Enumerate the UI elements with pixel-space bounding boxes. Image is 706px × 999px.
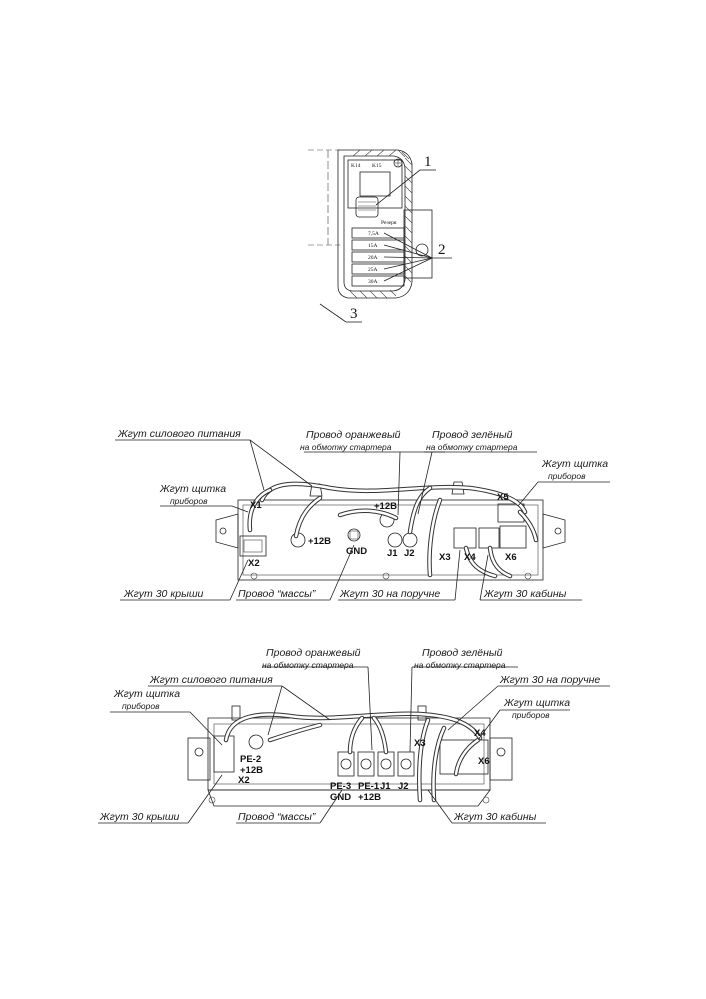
mid-mark-j2: J2 <box>404 548 415 559</box>
mid-mark-plus12-left: +12В <box>308 536 331 547</box>
bot-mark-x6: X6 <box>478 756 490 767</box>
bot-label-dash-harness-left-sub: приборов <box>122 701 160 711</box>
bot-label-dash-harness-right: Жгут щитка <box>503 697 570 709</box>
fuse-label-30a: 30А <box>368 279 378 285</box>
bot-mark-pe1: PE-1 <box>358 781 380 792</box>
mid-label-roof-harness: Жгут 30 крыши <box>123 588 204 600</box>
mid-mark-plus12-top: +12В <box>374 501 397 512</box>
mid-label-power-harness: Жгут силового питания <box>117 428 241 440</box>
callout-3: 3 <box>350 306 358 322</box>
bot-mark-plus12-b: +12В <box>358 792 381 803</box>
bot-label-cab-harness: Жгут 30 кабины <box>453 811 537 823</box>
bot-mark-x3: X3 <box>414 738 426 749</box>
mid-mark-x6: X6 <box>505 552 517 563</box>
bot-label-green-wire-sub: на обмотку стартера <box>414 660 506 670</box>
fuse-label-15a: 15А <box>368 243 378 249</box>
fuse-label-20a: 20А <box>368 255 378 261</box>
mid-mark-x5: X5 <box>497 492 509 503</box>
callout-1: 1 <box>424 154 432 170</box>
bot-mark-x4: X4 <box>474 728 486 739</box>
mid-label-dash-harness-right-sub: приборов <box>548 471 586 481</box>
relay-k15-label: K15 <box>372 163 382 169</box>
mid-label-dash-harness-right: Жгут щитка <box>541 458 608 470</box>
bot-mark-j2: J2 <box>398 781 409 792</box>
fuse-label-25a: 25А <box>368 267 378 273</box>
bot-mark-pe3: PE-3 <box>330 781 351 792</box>
bot-label-dash-harness-left: Жгут щитка <box>113 688 180 700</box>
bot-label-green-wire: Провод зелёный <box>422 647 503 659</box>
fuse-label-7-5a: 7,5А <box>368 231 379 237</box>
bot-label-dash-harness-right-sub: приборов <box>512 710 550 720</box>
mid-mark-x2: X2 <box>248 558 260 569</box>
mid-mark-x4: X4 <box>464 552 476 563</box>
mid-label-dash-harness-left: Жгут щитка <box>159 483 226 495</box>
bot-mark-gnd: GND <box>330 792 351 803</box>
mid-mark-x1: X1 <box>250 500 262 511</box>
fuse-block-figure: K14 K15 Резерв 7,5А 15А 20А 25А 30А 1 <box>308 149 452 323</box>
bot-label-power-harness: Жгут силового питания <box>149 674 273 686</box>
mid-label-green-wire-sub: на обмотку стартера <box>426 442 518 452</box>
mid-mark-gnd: GND <box>346 546 367 557</box>
mid-mark-j1: J1 <box>387 548 398 559</box>
mid-label-handrail-harness: Жгут 30 на поручне <box>339 588 440 600</box>
bot-label-orange-wire-sub: на обмотку стартера <box>262 660 354 670</box>
bot-label-orange-wire: Провод оранжевый <box>266 647 361 659</box>
bot-mark-pe2: PE-2 <box>240 754 261 765</box>
mid-label-green-wire: Провод зелёный <box>432 429 513 441</box>
fuse-label-reserve: Резерв <box>381 220 397 226</box>
mid-label-ground-wire: Провод “массы” <box>238 588 316 600</box>
mid-label-orange-wire-sub: на обмотку стартера <box>300 442 392 452</box>
junction-panel-top-view: X1 X2 X3 X4 X5 X6 +12В +12В GND J1 J2 Жг… <box>115 428 610 601</box>
mid-label-dash-harness-left-sub: приборов <box>170 496 208 506</box>
bot-label-handrail-harness: Жгут 30 на поручне <box>499 674 600 686</box>
mid-label-orange-wire: Провод оранжевый <box>306 429 401 441</box>
junction-panel-angled-view: PE-2 +12В X2 PE-3 GND PE-1 +12В J1 J2 X3… <box>98 647 610 824</box>
bot-mark-x2: X2 <box>238 775 250 786</box>
bot-label-ground-wire: Провод “массы” <box>238 811 316 823</box>
relay-k14-label: K14 <box>351 163 361 169</box>
bot-mark-j1: J1 <box>380 781 391 792</box>
bot-mark-plus12-a: +12В <box>240 765 263 776</box>
callout-2: 2 <box>438 242 446 258</box>
bot-label-roof-harness: Жгут 30 крыши <box>99 811 180 823</box>
mid-label-cab-harness: Жгут 30 кабины <box>483 588 567 600</box>
mid-mark-x3: X3 <box>439 552 451 563</box>
